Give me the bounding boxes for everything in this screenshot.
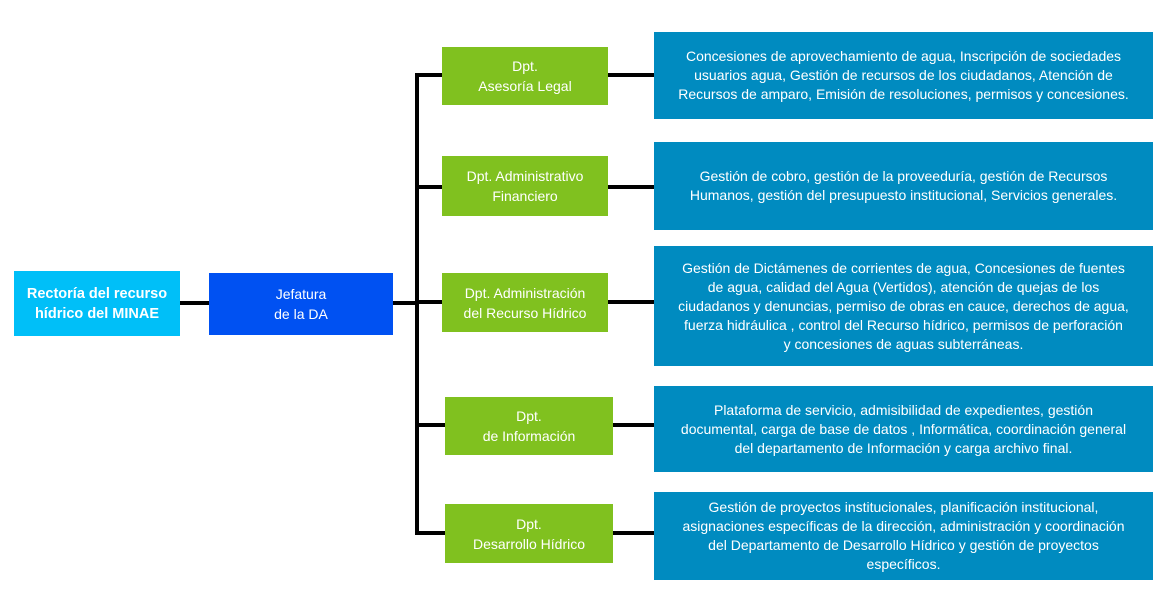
connector-branch-1 (415, 73, 442, 77)
description-text: Gestión de Dictámenes de corrientes de a… (678, 259, 1129, 352)
department-label: Dpt. de Información (482, 408, 576, 444)
connector-desc-5 (613, 531, 654, 535)
connector-desc-4 (613, 423, 654, 427)
department-node: Dpt. Administración del Recurso Hídrico (442, 273, 608, 332)
connector-trunk-vertical (415, 73, 419, 535)
connector-branch-4 (415, 423, 445, 427)
department-label: Dpt. Asesoría Legal (478, 58, 572, 94)
description-text: Gestión de proyectos institucionales, pl… (682, 499, 1125, 572)
description-text: Gestión de cobro, gestión de la proveedu… (689, 168, 1118, 203)
description-text: Plataforma de servicio, admisibilidad de… (680, 401, 1127, 456)
department-node: Dpt. Administrativo Financiero (442, 156, 608, 216)
head-node-label: Jefatura de la DA (274, 286, 328, 322)
department-label: Dpt. Administración del Recurso Hídrico (463, 284, 587, 321)
department-description: Gestión de cobro, gestión de la proveedu… (654, 142, 1153, 230)
connector-branch-2 (415, 185, 442, 189)
head-node-jefatura: Jefatura de la DA (209, 273, 393, 335)
department-label: Dpt. Administrativo Financiero (466, 168, 584, 204)
department-node: Dpt. de Información (445, 397, 613, 455)
department-description: Gestión de proyectos institucionales, pl… (654, 492, 1153, 580)
department-node: Dpt. Desarrollo Hídrico (445, 504, 613, 563)
connector-branch-5 (415, 531, 445, 535)
connector-desc-2 (608, 185, 654, 189)
root-node-rectoria: Rectoría del recurso hídrico del MINAE (14, 271, 180, 336)
connector-head-trunk (393, 301, 417, 305)
connector-branch-3 (415, 300, 442, 304)
connector-desc-1 (608, 73, 654, 77)
description-text: Concesiones de aprovechamiento de agua, … (678, 48, 1129, 102)
connector-desc-3 (608, 300, 654, 304)
connector-root-head (180, 301, 209, 305)
department-label: Dpt. Desarrollo Hídrico (472, 515, 586, 552)
root-node-label: Rectoría del recurso hídrico del MINAE (26, 285, 168, 322)
department-node: Dpt. Asesoría Legal (442, 47, 608, 105)
department-description: Gestión de Dictámenes de corrientes de a… (654, 246, 1153, 366)
department-description: Plataforma de servicio, admisibilidad de… (654, 386, 1153, 472)
department-description: Concesiones de aprovechamiento de agua, … (654, 32, 1153, 119)
